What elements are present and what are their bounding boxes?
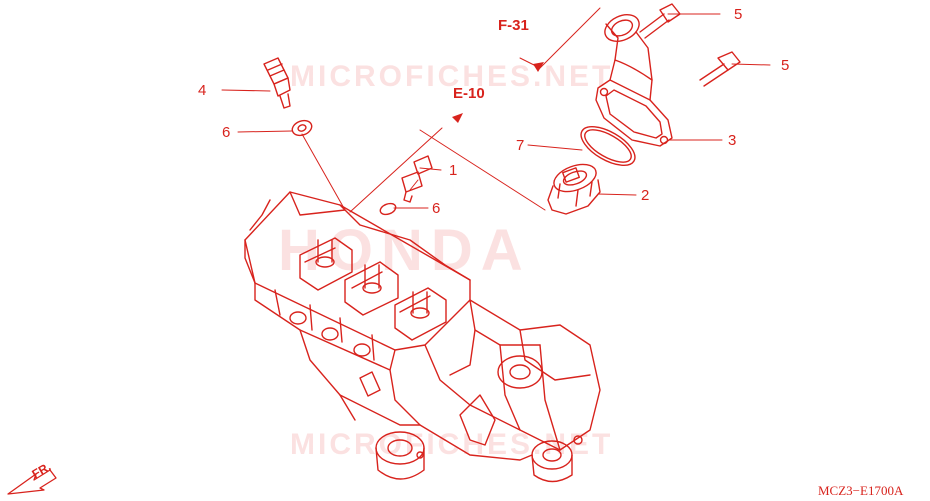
- leader-lines: [221, 7, 771, 213]
- engine-cylinder-head-illustration: [244, 191, 601, 483]
- diagram-code: MCZ3−E1700A: [818, 483, 904, 498]
- callout-5-lower: 5: [781, 57, 790, 74]
- bolt-part-5-upper: [639, 3, 681, 39]
- o-ring-part-7: [580, 126, 636, 166]
- callout-4: 4: [198, 82, 207, 99]
- callout-1: 1: [449, 162, 458, 179]
- callout-7: 7: [516, 137, 525, 154]
- reference-e10: E-10: [453, 85, 485, 102]
- watermark-bottom: MICROFICHES.NET: [290, 428, 614, 461]
- callout-2: 2: [641, 187, 650, 204]
- thermostat-part-2: [547, 163, 601, 215]
- callout-5-upper: 5: [734, 6, 743, 23]
- water-outlet-part-3: [595, 14, 673, 147]
- front-direction-arrow: [7, 469, 57, 495]
- callout-3: 3: [728, 132, 737, 149]
- bolt-part-5-lower: [699, 51, 741, 87]
- watermark-top: MICROFICHES.NET: [290, 60, 614, 93]
- callout-6-upper: 6: [222, 124, 231, 141]
- washer-part-6-upper: [291, 119, 313, 137]
- switch-part-1: [401, 155, 433, 203]
- watermark-brand: HONDA: [278, 218, 531, 283]
- washer-part-6-lower: [379, 202, 397, 216]
- sensor-part-4: [263, 57, 291, 109]
- reference-f31: F-31: [498, 17, 529, 34]
- callout-6-lower: 6: [432, 200, 441, 217]
